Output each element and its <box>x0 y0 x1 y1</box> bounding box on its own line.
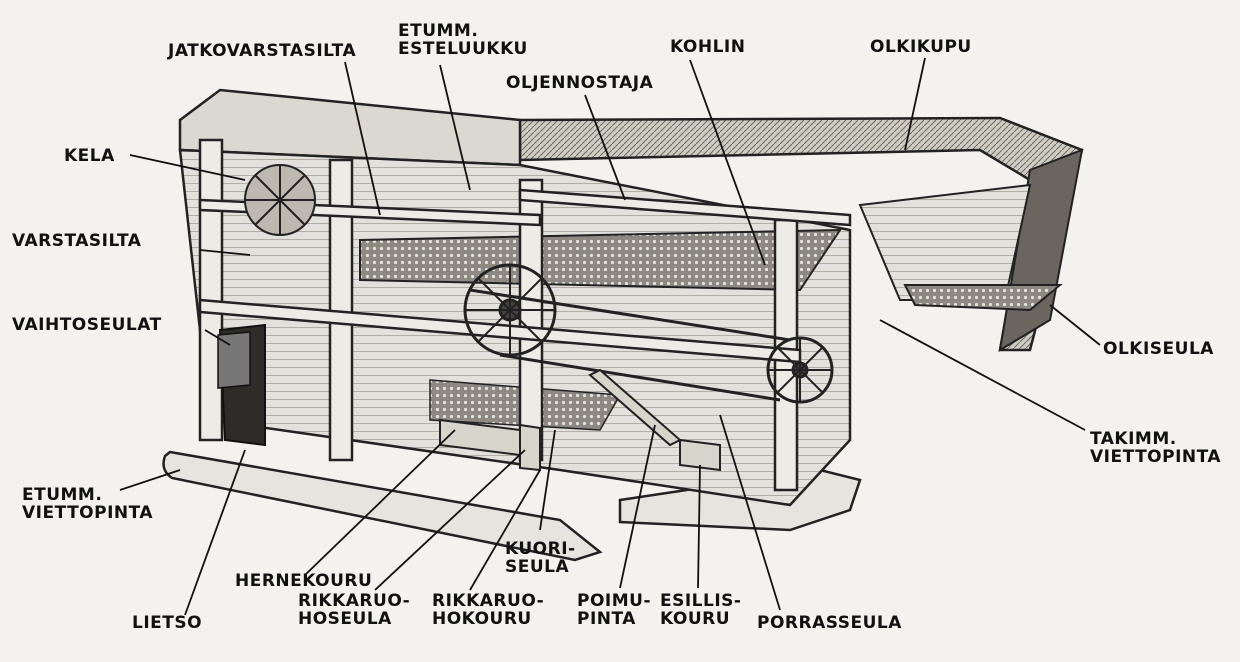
label-porrasseula: PORRASSEULA <box>757 613 902 633</box>
leader-esilliskouru <box>697 464 701 589</box>
leader-takimm-viettopinta <box>879 319 1086 431</box>
label-jatkovarstasilta: JATKOVARSTASILTA <box>168 41 357 61</box>
leader-etumm-esteluukku <box>439 64 471 191</box>
leader-varstasilta <box>199 249 251 256</box>
leader-kuoriseula <box>539 429 556 531</box>
leader-olkikupu <box>904 57 926 151</box>
label-olkiseula: OLKISEULA <box>1103 339 1214 359</box>
rear-pulley <box>766 336 834 404</box>
upper-sieve <box>359 228 842 292</box>
label-etumm-esteluukku: ETUMM. ESTELUUKKU <box>398 21 528 59</box>
label-kohlin: KOHLIN <box>670 37 746 57</box>
main-pulley <box>463 263 557 357</box>
olkiseula-sieve <box>903 284 1063 312</box>
vaihtoseulat-stack <box>217 331 251 389</box>
leader-oljennostaja <box>584 94 626 201</box>
front-skid <box>162 450 603 562</box>
kela-reel <box>244 164 316 236</box>
label-takimm-viettopinta: TAKIMM. VIETTOPINTA <box>1090 429 1222 467</box>
label-vaihtoseulat: VAIHTOSEULAT <box>12 315 162 335</box>
leader-lines <box>119 57 1101 616</box>
label-kela: KELA <box>64 146 115 166</box>
label-esilliskouru: ESILLIS- KOURU <box>660 591 742 629</box>
label-lietso: LIETSO <box>132 613 203 633</box>
label-kuoriseula: KUORI- SEULA <box>505 539 576 577</box>
label-hernekouru: HERNEKOURU <box>235 571 373 591</box>
chutes <box>439 368 721 472</box>
leader-etumm-viettopinta <box>119 469 181 491</box>
leader-vaihtoseulat <box>204 329 231 346</box>
label-olkikupu: OLKIKUPU <box>870 37 972 57</box>
label-rikkaruohoseula: RIKKARUO- HOSEULA <box>298 591 411 629</box>
leader-hernekouru <box>304 429 456 576</box>
label-poimupinta: POIMU- PINTA <box>577 591 652 629</box>
leader-poimupinta <box>619 424 656 589</box>
label-varstasilta: VARSTASILTA <box>12 231 142 251</box>
leader-rikkaruohokouru <box>469 469 541 591</box>
leader-jatkovarstasilta <box>344 61 381 216</box>
label-rikkaruohokouru: RIKKARUO- HOKOURU <box>432 591 545 629</box>
leader-lietso <box>184 449 246 616</box>
leader-kohlin <box>689 59 766 266</box>
drive-belt <box>469 288 791 402</box>
label-oljennostaja: OLJENNOSTAJA <box>506 73 654 93</box>
label-etumm-viettopinta: ETUMM. VIETTOPINTA <box>22 485 154 523</box>
frame-top <box>178 88 522 167</box>
leader-olkiseula <box>1049 304 1101 346</box>
leader-porrasseula <box>719 414 781 611</box>
leader-rikkaruohoseula <box>374 449 526 591</box>
leader-kela <box>129 154 246 181</box>
